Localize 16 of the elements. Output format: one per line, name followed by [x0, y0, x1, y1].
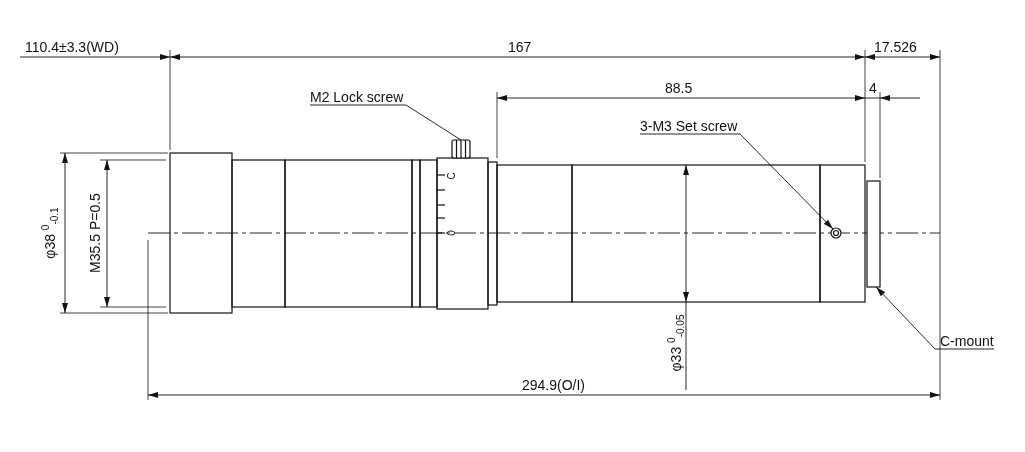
dimension-text: M35.5 P=0.5	[87, 193, 103, 273]
scale-mark: C	[444, 172, 458, 180]
part-label: C-mount	[940, 334, 994, 349]
lock-screw-drawing	[451, 139, 471, 159]
dimension-text: 110.4±3.3(WD)	[25, 40, 119, 55]
dimension-text: 167	[508, 40, 532, 55]
set-screw-hole	[830, 227, 842, 239]
dimension-text: 4	[869, 81, 877, 96]
dimension-text: 17.526	[874, 40, 917, 55]
part-label: M2 Lock screw	[310, 90, 404, 105]
leader-line	[309, 104, 462, 141]
dimension-text: 88.5	[665, 81, 693, 96]
dimension-text: 294.9(O/I)	[522, 378, 586, 393]
part-label: 3-M3 Set screw	[640, 119, 738, 134]
c-mount-ring	[866, 180, 881, 288]
scale-mark: 0	[444, 230, 458, 236]
